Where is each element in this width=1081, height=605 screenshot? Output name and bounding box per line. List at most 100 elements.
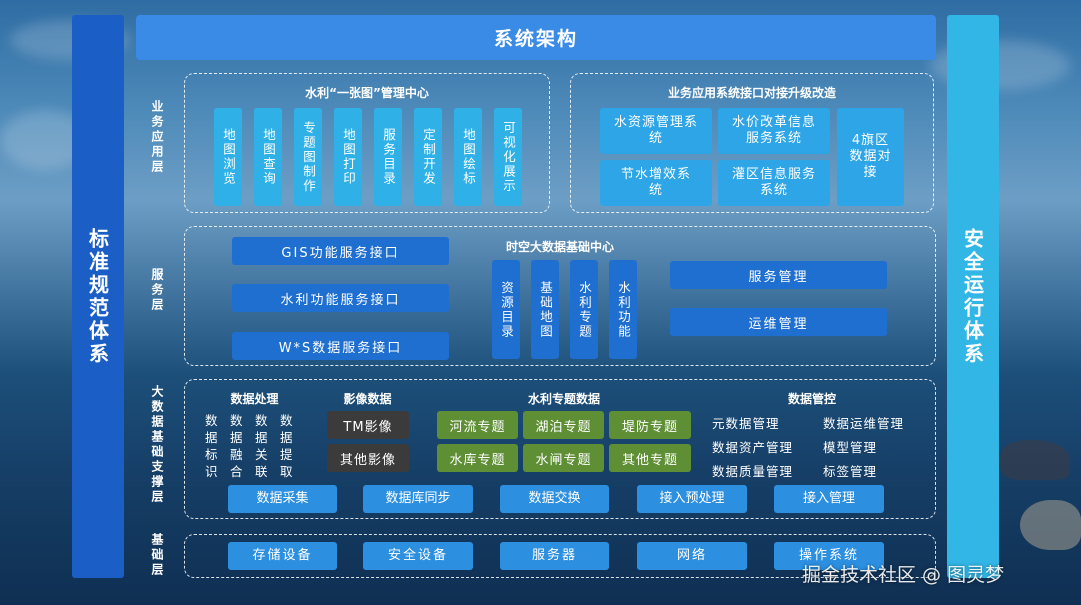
map-item-visual: 可视化展示 <box>494 108 522 206</box>
map-item-plot: 地图绘标 <box>454 108 482 206</box>
map-item-label: 定制开发 <box>421 128 436 186</box>
map-item-custom: 定制开发 <box>414 108 442 206</box>
right-pillar-label: 安全运行体系 <box>960 227 985 366</box>
base-item-os: 操作系统 <box>774 542 884 570</box>
control-item: 数据资产管理 <box>712 440 794 455</box>
control-item: 数据运维管理 <box>823 416 905 431</box>
base-item-label: 安全设备 <box>387 548 448 563</box>
topic-item-label: 堤防专题 <box>621 419 678 435</box>
upgrade-item-label: 节水增效系统 <box>620 167 691 198</box>
topic-item-label: 水库专题 <box>449 452 506 468</box>
processing-char: 据 <box>230 430 244 445</box>
map-item-browse: 地图浏览 <box>214 108 242 206</box>
topic-item-sluice: 水闸专题 <box>523 444 604 472</box>
upgrade-item-water-saving: 节水增效系统 <box>600 160 712 206</box>
image-data-title: 影像数据 <box>343 392 392 406</box>
control-item: 元数据管理 <box>712 416 780 431</box>
processing-char: 识 <box>205 464 219 479</box>
map-item-catalog: 服务目录 <box>374 108 402 206</box>
upgrade-banner-box: 4旗区数据对接 <box>837 108 904 206</box>
service-mgmt-box: 服务管理 <box>670 261 887 289</box>
base-group <box>184 534 936 578</box>
upgrade-item-label: 灌区信息服务系统 <box>732 167 817 198</box>
page-title-bar: 系统架构 <box>136 15 936 60</box>
topic-item-lake: 湖泊专题 <box>523 411 604 439</box>
interface-label: GIS功能服务接口 <box>281 245 400 261</box>
processing-char: 数 <box>280 413 294 428</box>
center-item-function: 水利功能 <box>609 260 637 359</box>
map-item-label: 地图绘标 <box>461 128 476 186</box>
processing-char: 提 <box>280 447 294 462</box>
watermark: 掘金技术社区 @ 图灵梦 <box>802 564 1005 586</box>
right-pillar: 安全运行体系 <box>947 15 999 578</box>
topic-item-other: 其他专题 <box>609 444 691 472</box>
ingest-exchange: 数据交换 <box>500 485 609 513</box>
topic-item-label: 河流专题 <box>449 419 506 435</box>
ingest-label: 接入预处理 <box>659 491 725 506</box>
base-item-storage: 存储设备 <box>228 542 337 570</box>
map-item-thematic: 专题图制作 <box>294 108 322 206</box>
image-item-other: 其他影像 <box>327 444 409 472</box>
base-item-security: 安全设备 <box>363 542 473 570</box>
page-title: 系统架构 <box>493 28 578 50</box>
topic-item-label: 其他专题 <box>621 452 678 468</box>
processing-char: 标 <box>205 447 219 462</box>
map-item-label: 地图打印 <box>341 128 356 186</box>
center-item-resource: 资源目录 <box>492 260 520 359</box>
ingest-preprocess: 接入预处理 <box>637 485 747 513</box>
ops-mgmt-box: 运维管理 <box>670 308 887 336</box>
image-item-label: 其他影像 <box>339 452 396 468</box>
ingest-label: 接入管理 <box>802 491 855 506</box>
processing-char: 数 <box>255 413 269 428</box>
processing-title: 数据处理 <box>230 392 279 406</box>
topic-item-label: 湖泊专题 <box>535 419 592 435</box>
processing-char: 合 <box>230 464 244 479</box>
processing-char: 融 <box>230 447 244 462</box>
left-pillar: 标准规范体系 <box>72 15 124 578</box>
topic-item-river: 河流专题 <box>437 411 518 439</box>
ops-mgmt-label: 运维管理 <box>748 316 809 332</box>
control-item: 模型管理 <box>823 440 878 455</box>
service-group <box>184 226 936 366</box>
map-item-label: 地图浏览 <box>221 128 236 186</box>
layer-label-business: 业务应用层 <box>150 100 164 175</box>
interface-gis: GIS功能服务接口 <box>232 237 449 265</box>
base-item-label: 网络 <box>676 548 707 563</box>
topic-item-label: 水闸专题 <box>535 452 592 468</box>
center-item-label: 资源目录 <box>499 280 514 339</box>
map-item-label: 可视化展示 <box>501 120 516 194</box>
processing-char: 关 <box>255 447 269 462</box>
ingest-label: 数据交换 <box>528 491 581 506</box>
spatiotemporal-center-title: 时空大数据基础中心 <box>505 240 614 254</box>
processing-char: 数 <box>205 413 219 428</box>
map-center-group <box>184 73 550 213</box>
image-item-tm: TM影像 <box>327 411 409 439</box>
upgrade-item-label: 水价改革信息服务系统 <box>731 115 816 146</box>
topic-item-levee: 堤防专题 <box>609 411 691 439</box>
center-item-label: 基础地图 <box>538 280 553 339</box>
map-center-title: 水利“一张图”管理中心 <box>305 86 429 100</box>
base-item-label: 操作系统 <box>798 548 859 563</box>
bigdata-group <box>184 379 936 519</box>
upgrade-item-water-resource: 水资源管理系统 <box>600 108 712 154</box>
processing-char: 联 <box>255 464 269 479</box>
processing-char: 据 <box>205 430 219 445</box>
layer-label-service: 服务层 <box>150 268 164 313</box>
map-item-label: 地图查询 <box>261 128 276 186</box>
center-item-label: 水利专题 <box>577 280 592 339</box>
ingest-label: 数据库同步 <box>385 491 451 506</box>
interface-water: 水利功能服务接口 <box>232 284 449 312</box>
control-item: 数据质量管理 <box>712 464 794 479</box>
ingest-manage: 接入管理 <box>774 485 884 513</box>
control-item: 标签管理 <box>823 464 878 479</box>
processing-char: 数 <box>230 413 244 428</box>
upgrade-item-price-reform: 水价改革信息服务系统 <box>718 108 830 154</box>
topic-item-reservoir: 水库专题 <box>437 444 518 472</box>
topic-data-title: 水利专题数据 <box>527 392 600 406</box>
upgrade-title: 业务应用系统接口对接升级改造 <box>667 86 836 100</box>
rock-decor <box>1020 500 1081 550</box>
rock-decor <box>1000 440 1070 480</box>
interface-ws: W*S数据服务接口 <box>232 332 449 360</box>
left-pillar-label: 标准规范体系 <box>85 227 110 366</box>
interface-label: 水利功能服务接口 <box>280 292 401 308</box>
